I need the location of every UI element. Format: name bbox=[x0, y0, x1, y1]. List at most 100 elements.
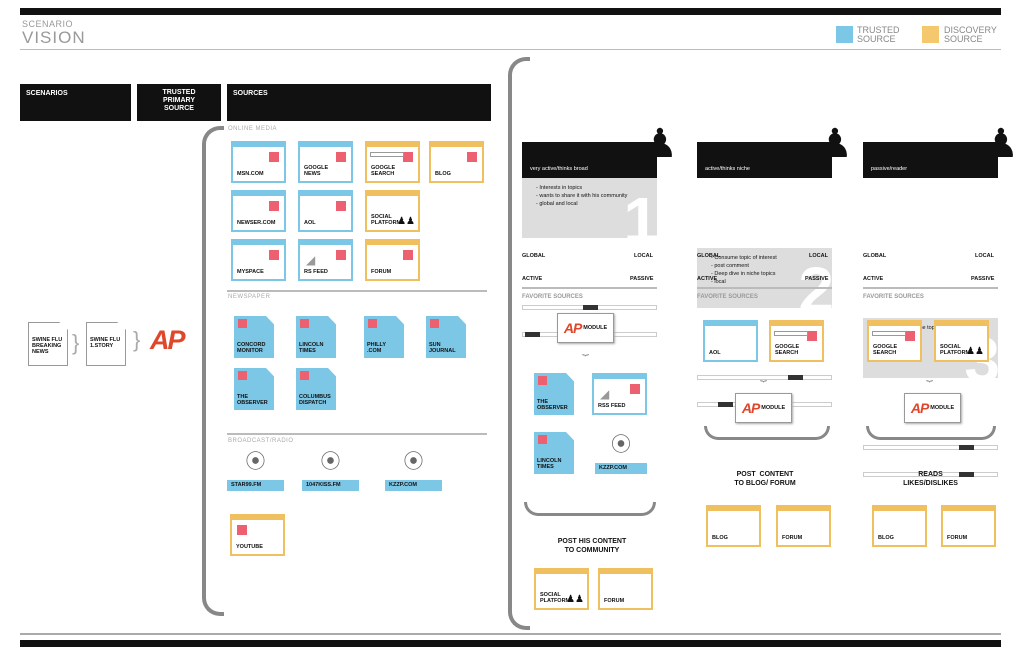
source-label: CONCORD MONITOR bbox=[237, 342, 266, 354]
scenario-doc-story[interactable]: SWINE FLU 1.STORY bbox=[86, 322, 126, 366]
header-divider bbox=[20, 49, 1001, 50]
top-rule bbox=[20, 8, 1001, 15]
persona-header: passive/reader bbox=[863, 142, 998, 178]
scale-label-passive: PASSIVE bbox=[630, 276, 654, 282]
source-card-blog[interactable]: BLOG bbox=[706, 505, 761, 547]
source-card-google-search[interactable]: GOOGLE SEARCH bbox=[769, 320, 824, 362]
source-card-radio[interactable]: ⦿KZZP.COM bbox=[385, 452, 442, 491]
page-subtitle: SCENARIO bbox=[22, 19, 74, 29]
scenario-doc-breaking[interactable]: SWINE FLU BREAKING NEWS bbox=[28, 322, 68, 366]
sources-brace bbox=[202, 126, 224, 616]
source-label: GOOGLE NEWS bbox=[304, 165, 329, 177]
source-card-online[interactable]: MSN.COM bbox=[231, 141, 286, 183]
scale-label-active: ACTIVE bbox=[697, 276, 718, 282]
source-card-online[interactable]: GOOGLE NEWS bbox=[298, 141, 353, 183]
card-topbar bbox=[300, 192, 351, 196]
source-label: THE OBSERVER bbox=[237, 394, 268, 406]
sources-header: SOURCES bbox=[227, 84, 491, 121]
persona-description: - Consume topic of interest- post commen… bbox=[697, 248, 832, 308]
source-card-forum[interactable]: FORUM bbox=[941, 505, 996, 547]
group-brace bbox=[704, 426, 830, 440]
source-icon bbox=[467, 152, 477, 162]
source-card-youtube[interactable]: YOUTUBE bbox=[230, 514, 285, 556]
source-label: BLOG bbox=[878, 535, 894, 541]
source-card-observer[interactable]: THE OBSERVER bbox=[534, 373, 574, 415]
persona-bullet: - global and local bbox=[536, 201, 578, 207]
source-card-radio[interactable]: ⦿1047KISS.FM bbox=[302, 452, 359, 491]
persona-divider bbox=[863, 287, 998, 289]
source-card-forum[interactable]: FORUM bbox=[598, 568, 653, 610]
source-label: PHILLY .COM bbox=[367, 342, 387, 354]
source-label: LINCOLN TIMES bbox=[537, 458, 562, 470]
radio-tower-icon: ⦿ bbox=[245, 451, 266, 473]
source-card-newspaper[interactable]: THE OBSERVER bbox=[234, 368, 274, 410]
ap-logo: AP bbox=[910, 400, 929, 416]
source-card-newspaper[interactable]: PHILLY .COM bbox=[364, 316, 404, 358]
radio-tower-icon: ⦿ bbox=[403, 451, 424, 473]
brace-icon: ⏟ bbox=[582, 344, 589, 356]
source-icon bbox=[403, 152, 413, 162]
source-card-blog[interactable]: BLOG bbox=[872, 505, 927, 547]
source-card-online[interactable]: MYSPACE bbox=[231, 239, 286, 281]
source-card-online[interactable]: AOL bbox=[298, 190, 353, 232]
source-card-online[interactable]: GOOGLE SEARCH bbox=[365, 141, 420, 183]
source-card-social[interactable]: ♟♟SOCIAL PLATFORM bbox=[934, 320, 989, 362]
source-card-online[interactable]: BLOG bbox=[429, 141, 484, 183]
persona-outcome: READS LIKES/DISLIKES bbox=[903, 471, 958, 487]
card-topbar bbox=[874, 507, 925, 511]
source-icon bbox=[238, 319, 247, 328]
source-card-radio[interactable]: ⦿STAR99.FM bbox=[227, 452, 284, 491]
favorite-sources-label: FAVORITE SOURCES bbox=[863, 294, 924, 300]
source-card-social[interactable]: ♟♟SOCIAL PLATFORM bbox=[534, 568, 589, 610]
legend-trusted-swatch bbox=[836, 26, 853, 43]
source-label: BLOG bbox=[435, 171, 451, 177]
section-divider bbox=[227, 433, 487, 435]
scale-label-global: GLOBAL bbox=[863, 253, 887, 259]
source-card-newspaper[interactable]: SUN JOURNAL bbox=[426, 316, 466, 358]
persona-bullet: - wants to share it with his community bbox=[536, 193, 628, 199]
trusted-header: TRUSTED PRIMARY SOURCE bbox=[137, 84, 221, 121]
source-icon bbox=[300, 319, 309, 328]
source-card-online[interactable]: ♟♟SOCIAL PLATFORM bbox=[365, 190, 420, 232]
source-card-online[interactable]: ◢RS FEED bbox=[298, 239, 353, 281]
active-passive-scale[interactable] bbox=[863, 472, 998, 477]
global-local-scale[interactable] bbox=[522, 305, 657, 310]
source-card-rss[interactable]: ◢ RSS FEED bbox=[592, 373, 647, 415]
source-card-newspaper[interactable]: LINCOLN TIMES bbox=[296, 316, 336, 358]
card-topbar bbox=[300, 241, 351, 245]
personas-brace bbox=[508, 57, 530, 630]
source-card-newspaper[interactable]: COLUMBUS DISPATCH bbox=[296, 368, 336, 410]
source-card-online[interactable]: NEWSER.COM bbox=[231, 190, 286, 232]
card-topbar bbox=[536, 570, 587, 574]
source-card-lincoln[interactable]: LINCOLN TIMES bbox=[534, 432, 574, 474]
source-label: NEWSER.COM bbox=[237, 220, 276, 226]
source-card-forum[interactable]: FORUM bbox=[776, 505, 831, 547]
persona-number: 2 bbox=[798, 254, 832, 308]
card-topbar bbox=[943, 507, 994, 511]
source-card-online[interactable]: FORUM bbox=[365, 239, 420, 281]
brace-icon: ⏟ bbox=[926, 370, 933, 382]
rss-icon: ◢ bbox=[600, 387, 610, 401]
module-label: MODULE bbox=[930, 405, 955, 411]
scale-marker bbox=[583, 305, 598, 310]
source-label: RSS FEED bbox=[598, 403, 626, 409]
legend-discovery-label: DISCOVERY SOURCE bbox=[944, 25, 997, 44]
source-icon bbox=[269, 201, 279, 211]
source-card-google-search[interactable]: GOOGLE SEARCH bbox=[867, 320, 922, 362]
source-label: FORUM bbox=[604, 598, 625, 604]
global-local-scale[interactable] bbox=[697, 375, 832, 380]
source-card-kzzp[interactable]: ⦿KZZP.COM bbox=[595, 435, 647, 474]
source-icon bbox=[300, 371, 309, 380]
persona-divider bbox=[522, 287, 657, 289]
persona-bullet: - local bbox=[711, 279, 726, 285]
section-broadcast-label: BROADCAST/RADIO bbox=[228, 438, 294, 444]
global-local-scale[interactable] bbox=[863, 445, 998, 450]
scale-label-global: GLOBAL bbox=[697, 253, 721, 259]
source-card-newspaper[interactable]: CONCORD MONITOR bbox=[234, 316, 274, 358]
source-card-aol[interactable]: AOL bbox=[703, 320, 758, 362]
source-icon bbox=[807, 331, 817, 341]
brace-icon: } bbox=[133, 327, 141, 352]
